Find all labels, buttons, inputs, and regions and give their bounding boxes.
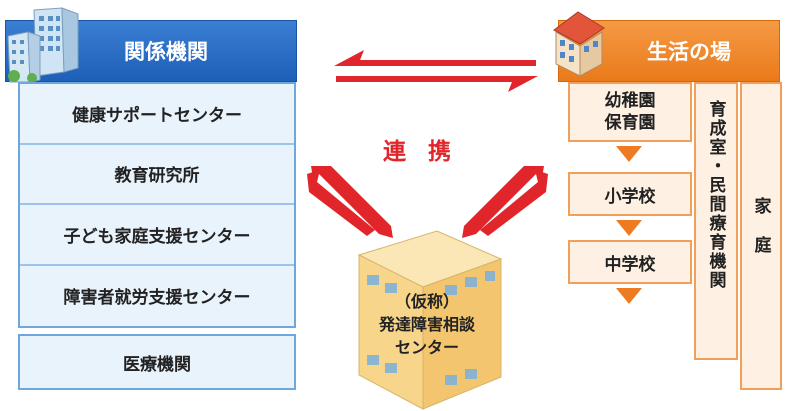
right-diagonal-arrow-icon (462, 166, 548, 238)
step-junior-high-school: 中学校 (568, 240, 692, 284)
step-elementary-school: 小学校 (568, 172, 692, 216)
house-icon (553, 11, 605, 77)
down-arrow-icon (616, 146, 642, 162)
agency-medical-institutions: 医療機関 (18, 334, 296, 390)
column-support-rooms-label: 育成室・民間療育機関 (705, 100, 726, 290)
center-name-line1: （仮称） (394, 292, 459, 311)
agency-health-support-center: 健康サポートセンター (20, 84, 294, 145)
related-agencies-title: 関係機関 (124, 40, 208, 64)
related-agencies-list: 健康サポートセンター 教育研究所 子ども家庭支援センター 障害者就労支援センター (18, 82, 296, 328)
column-home: 家庭 (740, 82, 782, 390)
cooperation-label: 連携 (383, 139, 473, 165)
down-arrow-icon (616, 220, 642, 236)
step-elementary-school-label: 小学校 (604, 186, 656, 207)
consultation-center-label: （仮称） 発達障害相談 センター (352, 290, 502, 359)
center-name-line2: 発達障害相談 (378, 315, 475, 334)
column-support-rooms: 育成室・民間療育機関 (694, 82, 738, 360)
office-building-icon (7, 7, 79, 83)
living-places-title: 生活の場 (647, 40, 731, 64)
agency-disability-employment-center: 障害者就労支援センター (63, 288, 251, 309)
agency-education-institute: 教育研究所 (20, 145, 294, 205)
down-arrow-icon (616, 288, 642, 304)
step-kindergarten-nursery-label: 幼稚園 保育園 (604, 91, 656, 133)
left-diagonal-arrow-icon (307, 166, 393, 238)
step-kindergarten-nursery: 幼稚園 保育園 (568, 82, 692, 142)
bidirectional-arrow-icon (334, 50, 538, 92)
center-building-icon (357, 230, 503, 410)
step-junior-high-school-label: 中学校 (604, 254, 656, 275)
center-name-line3: センター (394, 338, 459, 357)
agency-child-family-support-center: 子ども家庭支援センター (20, 205, 294, 266)
column-home-label: 家庭 (750, 197, 771, 275)
